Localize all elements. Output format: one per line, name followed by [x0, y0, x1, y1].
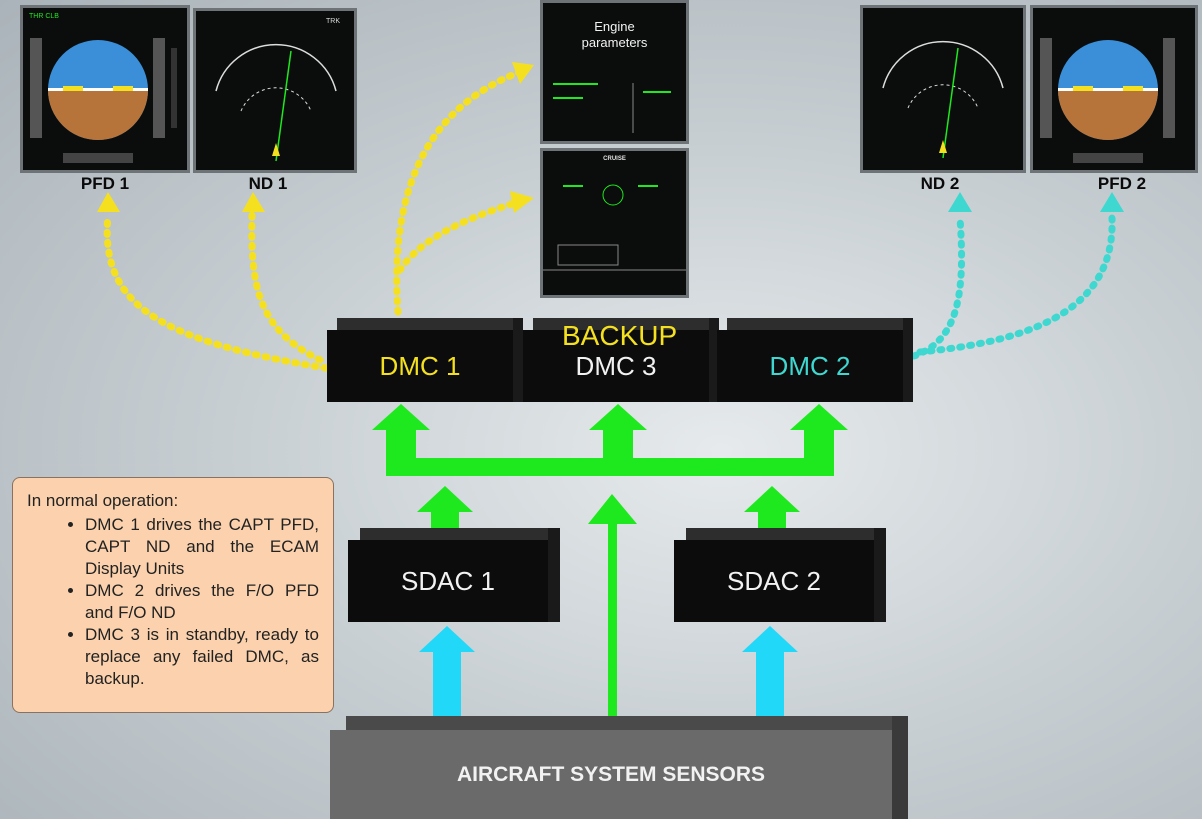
arrowhead-sd [510, 191, 534, 213]
arrowhead-sdac1-bus [417, 486, 473, 512]
sensor-arrows [419, 626, 798, 722]
bus-riser-dmc2 [804, 428, 834, 476]
sdac2-box: SDAC 2 [674, 528, 886, 622]
note-item-dmc1: DMC 1 drives the CAPT PFD, CAPT ND and t… [85, 514, 319, 580]
pfd1-label: PFD 1 [80, 174, 130, 193]
sdac1-box: SDAC 1 [348, 528, 560, 622]
sensors-to-sdac2 [756, 650, 784, 722]
normal-operation-note: In normal operation: DMC 1 drives the CA… [12, 477, 334, 713]
sensors-label: AIRCRAFT SYSTEM SENSORS [330, 730, 892, 819]
nd-display-icon [882, 40, 1004, 159]
arrowhead-sensors-sdac2 [742, 626, 798, 652]
nd-display-icon: TRK [215, 18, 340, 162]
dmc1-arrowheads [97, 62, 534, 213]
dmc1-box: DMC 1 [327, 318, 523, 402]
data-bus [372, 404, 848, 724]
link-dmc1-sd [396, 198, 522, 274]
ecam-display-icon [553, 83, 671, 133]
ecam-sd-icon [543, 184, 686, 271]
nd2-label: ND 2 [920, 174, 960, 193]
pfd-display-icon [1040, 38, 1175, 163]
sdac2-label: SDAC 2 [674, 540, 874, 622]
bus-riser-dmc3 [603, 428, 633, 476]
pfd1-display: THR CLB [20, 5, 190, 173]
sensors-direct-line [608, 520, 617, 724]
note-item-dmc3: DMC 3 is in standby, ready to replace an… [85, 624, 319, 690]
engine-display: Engine parameters [540, 0, 689, 144]
link-dmc1-pfd1 [103, 211, 330, 372]
sensors-to-sdac1 [433, 650, 461, 722]
sensors-box: AIRCRAFT SYSTEM SENSORS [330, 716, 908, 819]
arrowhead-dmc3 [589, 404, 647, 430]
arrowhead-sensors-sdac1 [419, 626, 475, 652]
bus-riser-dmc1 [386, 428, 416, 476]
arrowhead-sensors-bus [588, 494, 637, 524]
link-dmc2-nd2 [910, 214, 966, 360]
dmc3-label: DMC 3 [523, 330, 709, 402]
svg-text:TRK: TRK [326, 18, 340, 25]
arrowhead-sdac2-bus [744, 486, 800, 512]
nd2-display [860, 5, 1026, 173]
dmc2-arrowheads [948, 192, 1124, 212]
link-dmc1-engine [393, 68, 524, 316]
system-display: CRUISE [540, 148, 689, 298]
arrowhead-dmc1 [372, 404, 430, 430]
dmc3-box: DMC 3 [523, 318, 719, 402]
note-item-dmc2: DMC 2 drives the F/O PFD and F/O ND [85, 580, 319, 624]
pfd2-display [1030, 5, 1198, 173]
note-list: DMC 1 drives the CAPT PFD, CAPT ND and t… [27, 514, 319, 690]
link-dmc1-nd1 [248, 211, 324, 364]
pfd-display-icon: THR CLB [29, 13, 177, 163]
arrowhead-dmc2 [790, 404, 848, 430]
engine-title-line1: Engine [594, 19, 635, 34]
note-heading: In normal operation: [27, 491, 179, 510]
arrowhead-nd2 [948, 192, 972, 212]
sd-title: CRUISE [603, 156, 626, 162]
engine-title-line2: parameters [581, 35, 648, 50]
arrowhead-nd1 [242, 192, 265, 212]
arrowhead-engine [512, 62, 534, 84]
nd1-display: TRK [193, 8, 357, 173]
dmc2-label: DMC 2 [717, 330, 903, 402]
pfd2-label: PFD 2 [1097, 174, 1147, 193]
link-dmc2-pfd2 [916, 214, 1116, 356]
dmc2-links [910, 214, 1116, 360]
dmc1-links [103, 68, 524, 372]
nd1-label: ND 1 [248, 174, 288, 193]
backup-label: BACKUP [562, 320, 678, 351]
dmc1-label: DMC 1 [327, 330, 513, 402]
dmc2-box: DMC 2 [717, 318, 913, 402]
arrowhead-pfd1 [97, 192, 120, 212]
svg-text:THR CLB: THR CLB [29, 13, 59, 20]
sdac1-label: SDAC 1 [348, 540, 548, 622]
arrowhead-pfd2 [1100, 192, 1124, 212]
